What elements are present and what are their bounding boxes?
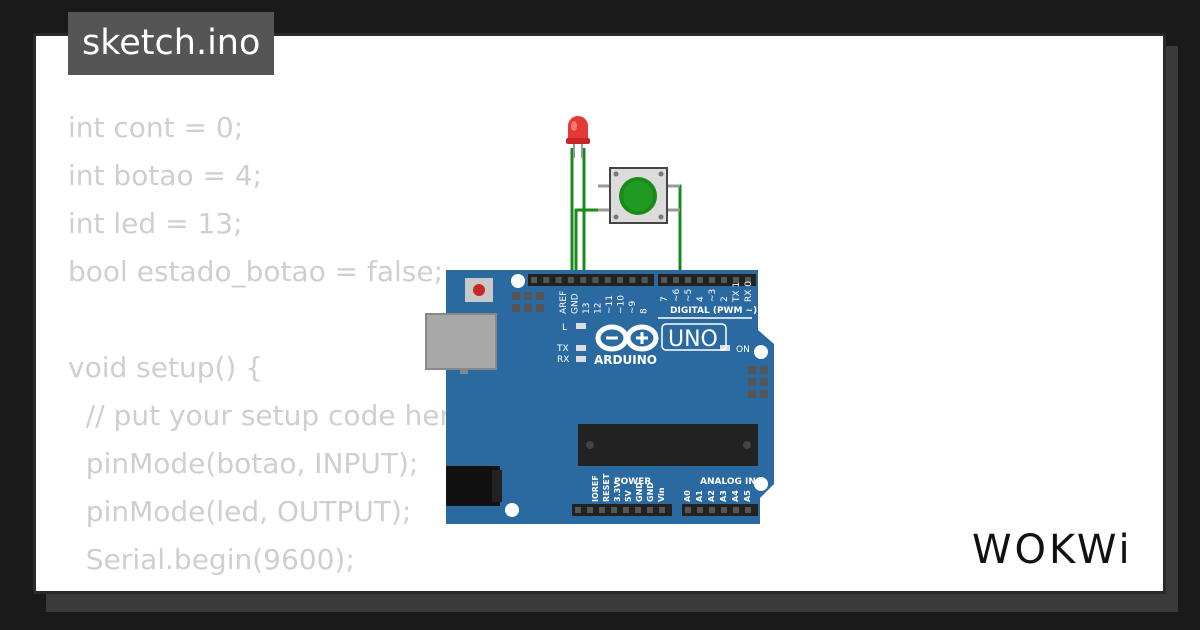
code-line: int cont = 0; xyxy=(68,111,244,144)
digital-label: DIGITAL (PWM ~) xyxy=(670,306,757,316)
analog-label: ANALOG IN xyxy=(700,477,756,487)
atmega-chip xyxy=(578,424,758,466)
arduino-logo-icon xyxy=(595,324,659,352)
pin-label: 2 xyxy=(720,296,730,302)
arduino-brand: ARDUINO xyxy=(594,353,657,367)
pin-label: AREF xyxy=(559,291,569,314)
pin-label: ~10 xyxy=(617,295,627,314)
push-button[interactable] xyxy=(598,167,680,224)
analog-pin-label: A1 xyxy=(695,490,704,502)
power-pin-label: 3.3V xyxy=(613,481,622,502)
power-label: POWER xyxy=(614,477,651,487)
pin-label: ~11 xyxy=(605,295,615,314)
power-pin-label: RESET xyxy=(602,473,611,502)
wire-button-4 xyxy=(664,184,710,278)
pin-label: ~9 xyxy=(628,300,638,314)
led-component[interactable] xyxy=(566,116,590,158)
pin-label: 8 xyxy=(640,308,650,314)
uno-model: UNO xyxy=(668,327,718,352)
code-line: Serial.begin(9600); xyxy=(68,543,355,576)
code-line: pinMode(led, OUTPUT); xyxy=(68,495,412,528)
wire-button-gnd xyxy=(574,208,612,280)
led-l-label: L xyxy=(562,323,567,333)
wokwi-logo: WOKWi xyxy=(972,527,1133,573)
analog-pin-label: A0 xyxy=(683,490,692,502)
code-line: int botao = 4; xyxy=(68,159,263,192)
pin-label: ~3 xyxy=(708,289,718,302)
header-top-right xyxy=(658,274,756,286)
led-rx-label: RX xyxy=(557,355,569,365)
led-tx-label: TX xyxy=(556,344,569,354)
pin-label: GND xyxy=(571,293,581,314)
pin-label: 12 xyxy=(594,303,604,314)
power-pin-label: GND xyxy=(646,482,655,502)
filename-tab[interactable]: sketch.ino xyxy=(68,12,275,75)
code-line: int led = 13; xyxy=(68,207,243,240)
power-pin-label: IOREF xyxy=(591,475,600,502)
pin-label: TX 1 xyxy=(732,282,742,303)
analog-pin-label: A2 xyxy=(707,490,716,502)
code-line: bool estado_botao = false; xyxy=(68,255,444,288)
usb-port xyxy=(425,313,497,370)
analog-pin-label: A3 xyxy=(719,490,728,502)
power-jack xyxy=(446,466,500,506)
code-line: void setup() { xyxy=(68,351,264,384)
pin-label: 4 xyxy=(696,296,706,302)
pin-label: ~5 xyxy=(684,289,694,302)
led-on-label: ON xyxy=(736,345,750,355)
power-pin-label: Vin xyxy=(657,487,666,502)
code-line: pinMode(botao, INPUT); xyxy=(68,447,419,480)
pin-label: ~6 xyxy=(672,288,682,302)
power-pin-label: 5V xyxy=(624,489,633,502)
pin-label: RX 0 xyxy=(744,281,754,302)
power-pin-label: GND xyxy=(635,482,644,502)
pin-label: 13 xyxy=(582,303,592,314)
pin-label: 7 xyxy=(660,296,670,302)
analog-pin-label: A4 xyxy=(731,490,740,502)
analog-pin-label: A5 xyxy=(743,490,752,502)
